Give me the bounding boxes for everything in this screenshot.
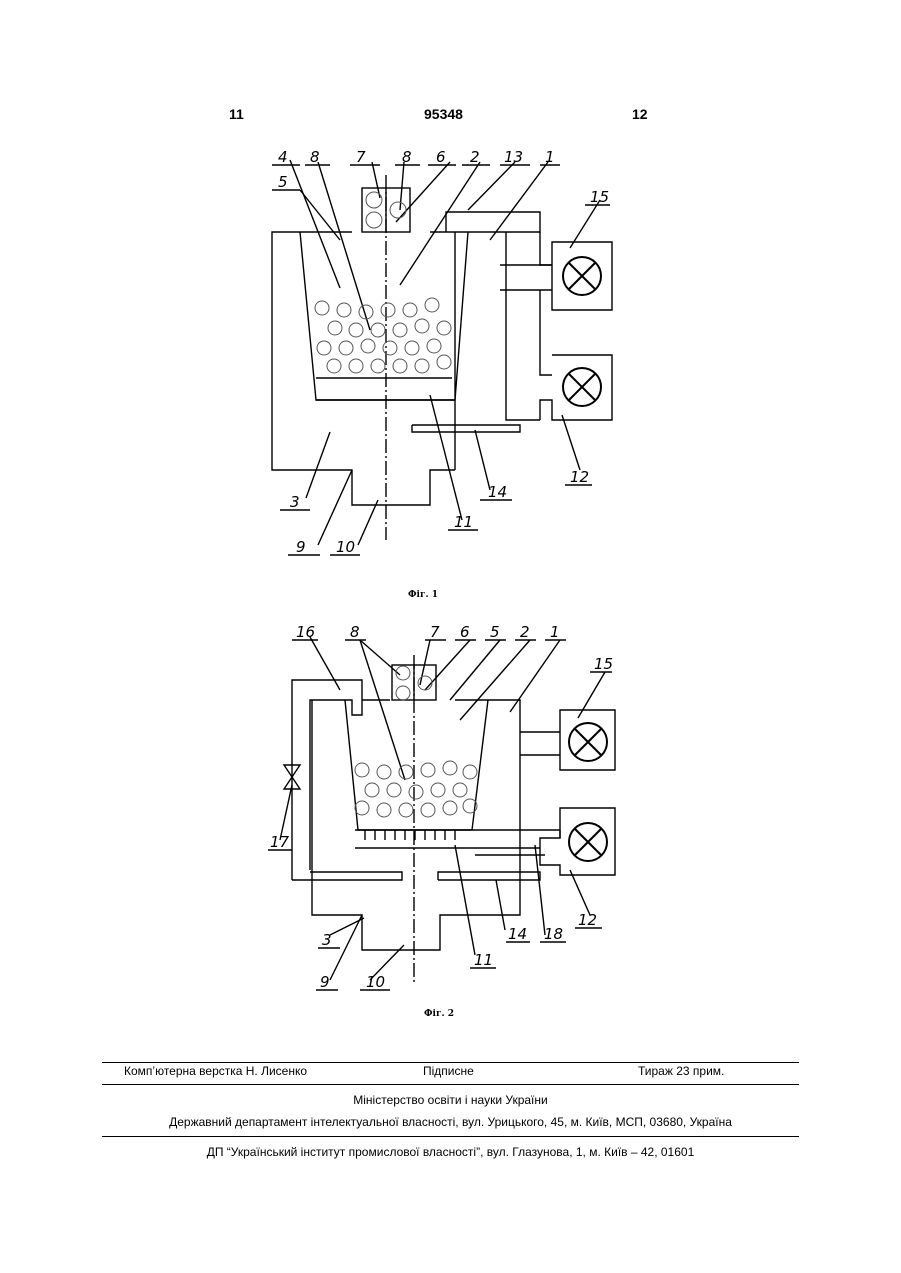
figure-1-caption: Фіг. 1 (408, 590, 438, 600)
footer-rule-top (102, 1062, 799, 1063)
fig2-label-17: 17 (270, 833, 290, 851)
figure-2: 16 8 7 6 5 2 1 15 17 12 3 14 18 9 10 11 (0, 610, 901, 1020)
fig1-label-7: 7 (356, 148, 366, 166)
fig2-label-8: 8 (350, 623, 360, 641)
fig2-label-14: 14 (508, 925, 527, 943)
fig1-label-10: 10 (336, 538, 355, 556)
fig1-label-5: 5 (278, 173, 288, 191)
fig2-label-11: 11 (474, 951, 493, 969)
figure-2-caption: Фіг. 2 (424, 1009, 454, 1019)
fig2-label-16: 16 (296, 623, 315, 641)
fig2-label-9: 9 (320, 973, 330, 991)
institute-line: ДП “Український інститут промислової вла… (102, 1145, 799, 1159)
typesetting-credit: Комп’ютерна верстка Н. Лисенко (124, 1064, 307, 1078)
fig1-label-6: 6 (436, 148, 446, 166)
fig1-label-1: 1 (545, 148, 555, 166)
fig1-label-12: 12 (570, 468, 589, 486)
fig1-label-13: 13 (504, 148, 523, 166)
fig2-label-18: 18 (544, 925, 563, 943)
fig2-label-10: 10 (366, 973, 385, 991)
fig1-label-15: 15 (590, 188, 609, 206)
fig2-label-6: 6 (460, 623, 470, 641)
fig1-label-4: 4 (278, 148, 288, 166)
fig2-label-5: 5 (490, 623, 500, 641)
fig1-label-14: 14 (488, 483, 507, 501)
fig1-label-2: 2 (470, 148, 480, 166)
figure-1: 4 8 7 8 6 2 13 1 5 15 12 3 14 9 10 11 (0, 0, 901, 610)
fig1-label-11: 11 (454, 513, 473, 531)
fig1-label-8a: 8 (310, 148, 320, 166)
fig2-label-3: 3 (322, 931, 332, 949)
footer-rule-bottom (102, 1136, 799, 1137)
figure-2-drawing: 16 8 7 6 5 2 1 15 17 12 3 14 18 9 10 11 (0, 610, 901, 1020)
fig2-label-2: 2 (520, 623, 530, 641)
fig2-label-15: 15 (594, 655, 613, 673)
footer-rule-middle (102, 1084, 799, 1085)
fig2-label-12: 12 (578, 911, 597, 929)
ministry-line: Міністерство освіти і науки України (102, 1093, 799, 1107)
fig2-label-7: 7 (430, 623, 440, 641)
fig1-label-8b: 8 (402, 148, 412, 166)
fig1-label-9: 9 (296, 538, 306, 556)
circulation-note: Тираж 23 прим. (638, 1064, 724, 1078)
fig2-label-1: 1 (550, 623, 560, 641)
fig1-label-3: 3 (290, 493, 300, 511)
signed-note: Підписне (423, 1064, 474, 1078)
figure-1-drawing: 4 8 7 8 6 2 13 1 5 15 12 3 14 9 10 11 (0, 0, 901, 610)
department-line: Державний департамент інтелектуальної вл… (102, 1115, 799, 1129)
